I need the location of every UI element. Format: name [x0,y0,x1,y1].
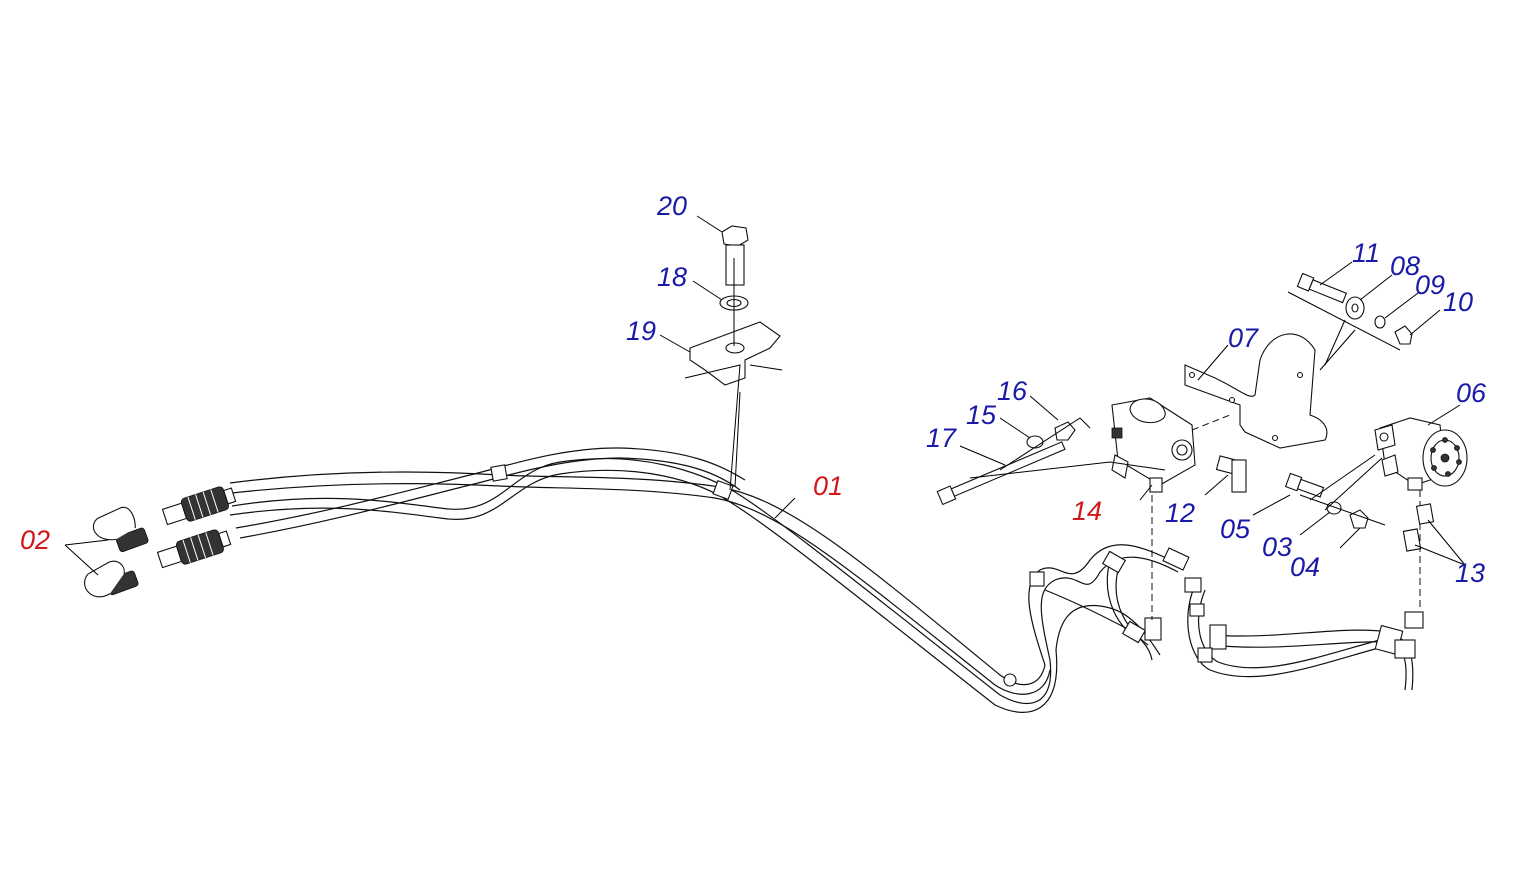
valve-body-group [969,397,1231,620]
callout-18: 18 [657,262,687,292]
bracket-fastener-group [1287,272,1413,371]
hose-assembly [229,447,1424,713]
clamp-group [684,225,783,491]
callout-02: 02 [20,525,50,555]
callout-09: 09 [1415,270,1445,300]
callout-04: 04 [1290,552,1320,582]
callout-11: 11 [1352,238,1380,268]
quick-coupler-group [84,486,237,598]
callout-12: 12 [1165,498,1195,528]
callout-labels: 01 02 03 04 05 06 07 08 09 10 11 12 13 1… [20,191,1487,588]
valve-mount-bolt-group [936,417,1091,506]
callout-05: 05 [1220,514,1251,544]
elbow-fitting [1215,455,1247,493]
callout-20: 20 [656,191,687,221]
motor-fastener-group [1284,454,1386,529]
callout-03: 03 [1262,532,1292,562]
leader-lines [64,215,1466,576]
hydraulic-motor [1374,417,1468,610]
callout-01: 01 [813,471,843,501]
callout-17: 17 [926,423,957,453]
callout-16: 16 [997,376,1028,406]
motor-fittings [1402,503,1435,552]
callout-15: 15 [966,400,997,430]
callout-07: 07 [1228,323,1259,353]
callout-08: 08 [1390,251,1420,281]
callout-13: 13 [1455,558,1485,588]
bracket [1184,333,1328,449]
callout-06: 06 [1456,378,1487,408]
callout-14: 14 [1072,496,1102,526]
callout-10: 10 [1443,287,1473,317]
callout-19: 19 [626,316,656,346]
